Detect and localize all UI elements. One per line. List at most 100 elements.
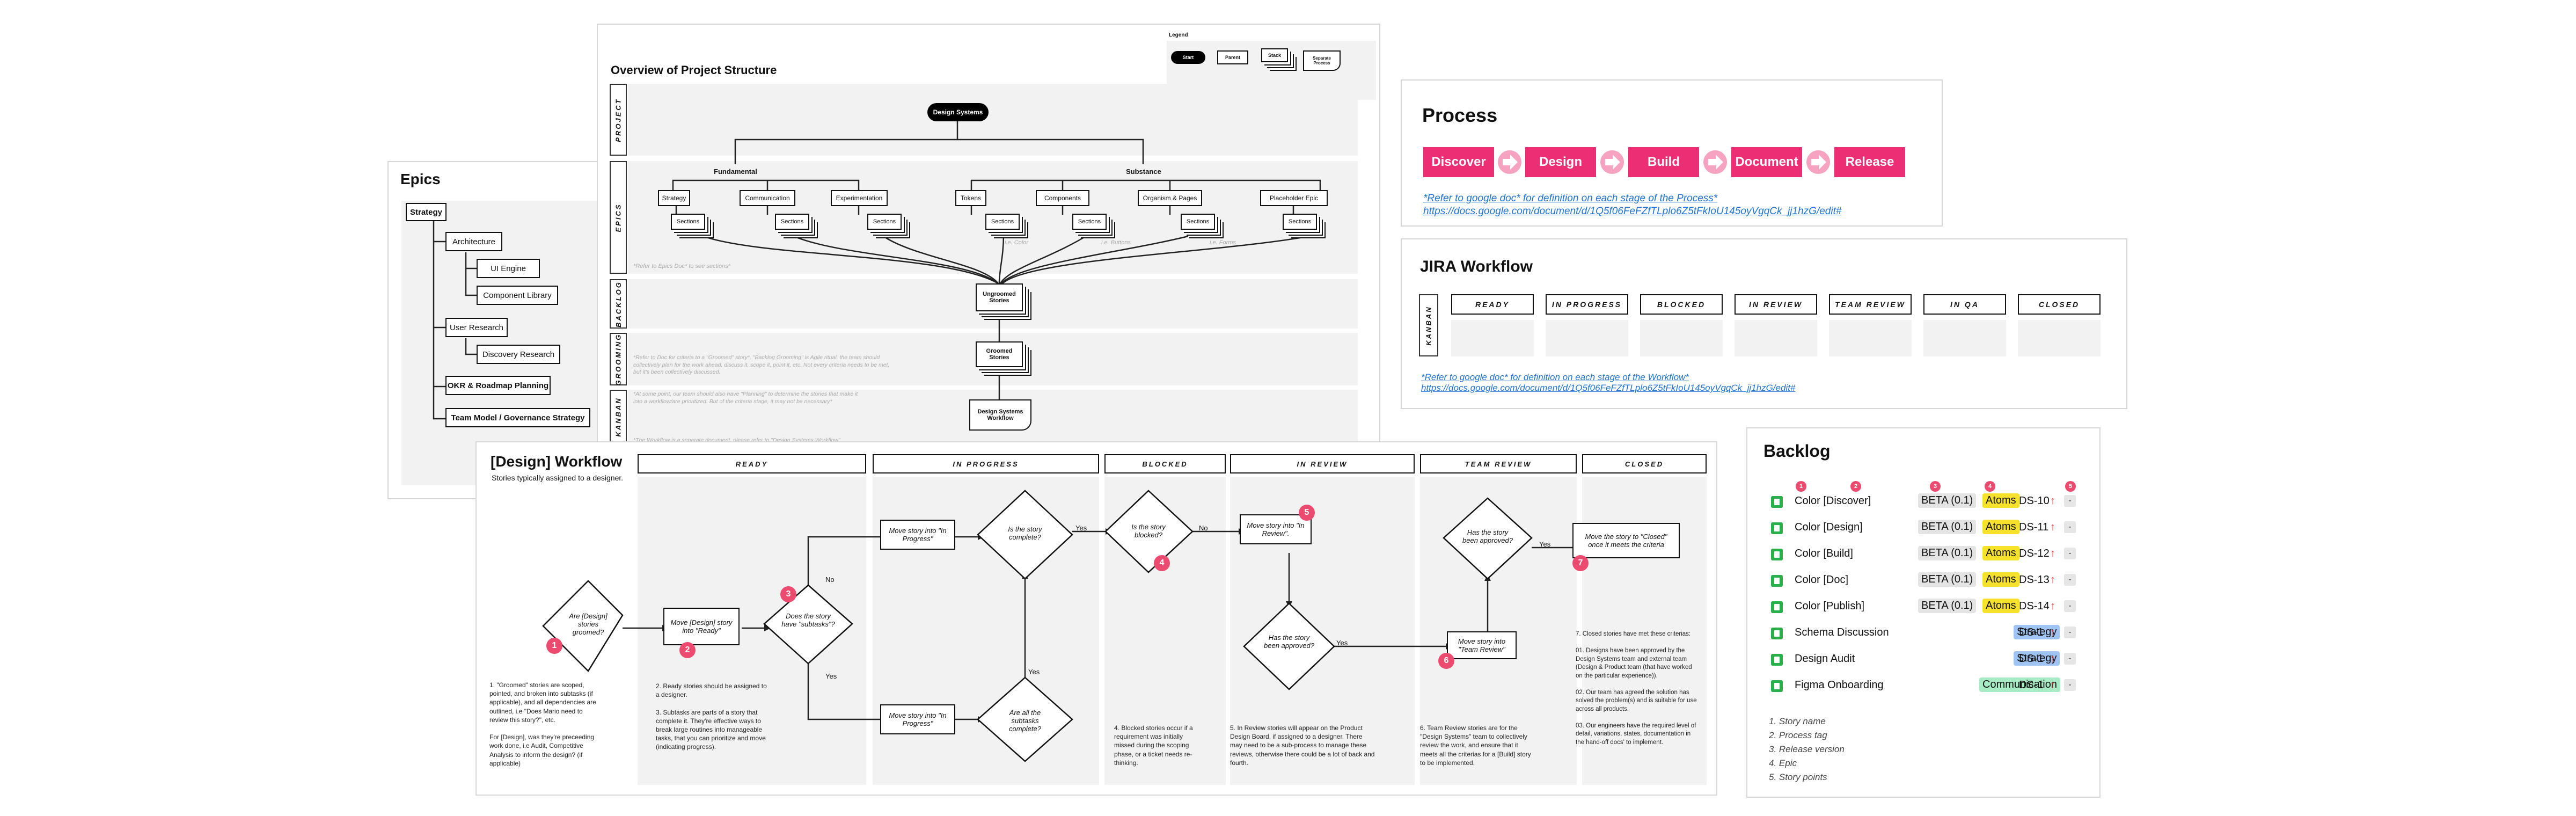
process-step-design[interactable]: Design — [1525, 147, 1596, 177]
workflow-column-header[interactable]: TEAM REVIEW — [1420, 454, 1577, 473]
decision-blocked-label: Is the story blocked? — [1131, 523, 1166, 539]
ov-epic-placeholder[interactable]: Placeholder Epic — [1260, 190, 1328, 206]
jira-column-header[interactable]: CLOSED — [2018, 294, 2101, 315]
process-step-discover[interactable]: Discover — [1423, 147, 1494, 177]
ov-epic-communication[interactable]: Communication — [740, 190, 795, 206]
story-check-icon — [1771, 654, 1783, 666]
workflow-column-header[interactable]: IN PROGRESS — [873, 454, 1099, 473]
epics-title: Epics — [400, 171, 441, 187]
epic-strategy[interactable]: Strategy — [406, 203, 447, 221]
move-review[interactable]: Move story into "In Review". — [1240, 514, 1312, 544]
jira-url[interactable]: https://docs.google.com/document/d/1Q5f0… — [1421, 383, 1796, 393]
story-points[interactable]: - — [2064, 495, 2076, 507]
epic-team-model[interactable]: Team Model / Governance Strategy — [445, 408, 590, 427]
story-points[interactable]: - — [2064, 600, 2076, 612]
overview-title: Overview of Project Structure — [611, 63, 777, 77]
decision-complete — [977, 490, 1073, 580]
jira-column-header[interactable]: IN QA — [1923, 294, 2006, 315]
move-team-review[interactable]: Move story into "Team Review" — [1447, 631, 1517, 659]
story-points[interactable]: - — [2064, 548, 2076, 559]
jira-note[interactable]: *Refer to google doc* for definition on … — [1421, 372, 1689, 382]
process-title: Process — [1422, 104, 1498, 126]
root-design-systems[interactable]: Design Systems — [927, 103, 989, 121]
move-closed[interactable]: Move the story to "Closed" once it meets… — [1572, 523, 1680, 558]
jira-title: JIRA Workflow — [1420, 258, 1533, 275]
sections-stack[interactable]: Sections — [775, 214, 809, 230]
epic-component-library[interactable]: Component Library — [477, 286, 558, 305]
story-check-icon — [1771, 522, 1783, 534]
move-progress-top[interactable]: Move story into "In Progress" — [880, 520, 955, 550]
epic-architecture[interactable]: Architecture — [445, 232, 502, 251]
process-url[interactable]: https://docs.google.com/document/d/1Q5f0… — [1423, 206, 1842, 217]
workflow-column-header[interactable]: BLOCKED — [1104, 454, 1226, 473]
jira-column-header[interactable]: BLOCKED — [1640, 294, 1723, 315]
story-points[interactable]: - — [2064, 626, 2076, 638]
design-systems-workflow[interactable]: Design Systems Workflow — [969, 399, 1031, 431]
workflow-column-header[interactable]: CLOSED — [1582, 454, 1707, 473]
move-progress-bottom[interactable]: Move story into "In Progress" — [880, 704, 955, 734]
ov-epic-strategy[interactable]: Strategy — [658, 190, 690, 206]
process-note[interactable]: *Refer to google doc* for definition on … — [1423, 193, 1718, 204]
sections-stack[interactable]: Sections — [1072, 214, 1107, 230]
note-closed: 7. Closed stories have met these criteri… — [1576, 631, 1697, 746]
sections-stack[interactable]: Sections — [1283, 214, 1317, 230]
groomed-stories[interactable]: Groomed Stories — [976, 341, 1023, 367]
decision-blocked — [1104, 490, 1194, 573]
epic-ui-engine[interactable]: UI Engine — [477, 259, 540, 278]
edge-label-no: No — [825, 575, 835, 584]
legend-separate: Separate Process — [1303, 50, 1341, 71]
process-step-document[interactable]: Document — [1731, 147, 1802, 177]
backlog-legend-item: 5. Story points — [1769, 772, 1827, 782]
legend-stack: Stack — [1261, 48, 1288, 62]
sections-stack[interactable]: Sections — [867, 214, 902, 230]
epic-discovery-research[interactable]: Discovery Research — [477, 345, 560, 364]
edge-label-yes: Yes — [1075, 524, 1087, 532]
step-badge: 2 — [679, 642, 696, 658]
sections-stack[interactable]: Sections — [1181, 214, 1215, 230]
note-groomed: 1. "Groomed" stories are scoped, pointed… — [489, 681, 596, 767]
jira-column-body — [2018, 320, 2101, 356]
jira-column-header[interactable]: READY — [1451, 294, 1534, 315]
sections-stack[interactable]: Sections — [985, 214, 1020, 230]
workflow-column-header[interactable]: IN REVIEW — [1230, 454, 1415, 473]
sections-stack[interactable]: Sections — [671, 214, 705, 230]
process-step-release[interactable]: Release — [1834, 147, 1905, 177]
step-badge: 4 — [1154, 555, 1170, 571]
jira-column-header[interactable]: IN REVIEW — [1735, 294, 1817, 315]
ov-epic-tokens[interactable]: Tokens — [955, 190, 986, 206]
ov-epic-components[interactable]: Components — [1036, 190, 1089, 206]
ov-epic-experimentation[interactable]: Experimentation — [831, 190, 888, 206]
group-substance: Substance — [1126, 167, 1161, 176]
story-points[interactable]: - — [2064, 679, 2076, 691]
ov-epic-organism[interactable]: Organism & Pages — [1138, 190, 1202, 206]
process-step-build[interactable]: Build — [1628, 147, 1699, 177]
story-points[interactable]: - — [2064, 574, 2076, 586]
ungroomed-stories[interactable]: Ungroomed Stories — [976, 283, 1023, 311]
release-tag: BETA (0.1) — [1918, 546, 1977, 560]
story-points[interactable]: - — [2064, 653, 2076, 665]
story-points[interactable]: - — [2064, 521, 2076, 533]
move-ready[interactable]: Move [Design] story into "Ready" — [663, 608, 740, 645]
priority-up-icon: ↑ — [2050, 653, 2055, 665]
jira-column-body — [1546, 320, 1628, 356]
jira-column-header[interactable]: TEAM REVIEW — [1829, 294, 1912, 315]
step-badge: 5 — [1299, 505, 1315, 521]
epic-user-research[interactable]: User Research — [445, 318, 508, 337]
epic-okr-roadmap[interactable]: OKR & Roadmap Planning — [445, 376, 551, 395]
story-check-icon — [1771, 680, 1783, 692]
epic-tag: Strategy — [2014, 651, 2060, 666]
backlog-legend-item: 2. Process tag — [1769, 730, 1827, 740]
workflow-column-header[interactable]: READY — [638, 454, 866, 473]
jira-column-header[interactable]: IN PROGRESS — [1546, 294, 1628, 315]
